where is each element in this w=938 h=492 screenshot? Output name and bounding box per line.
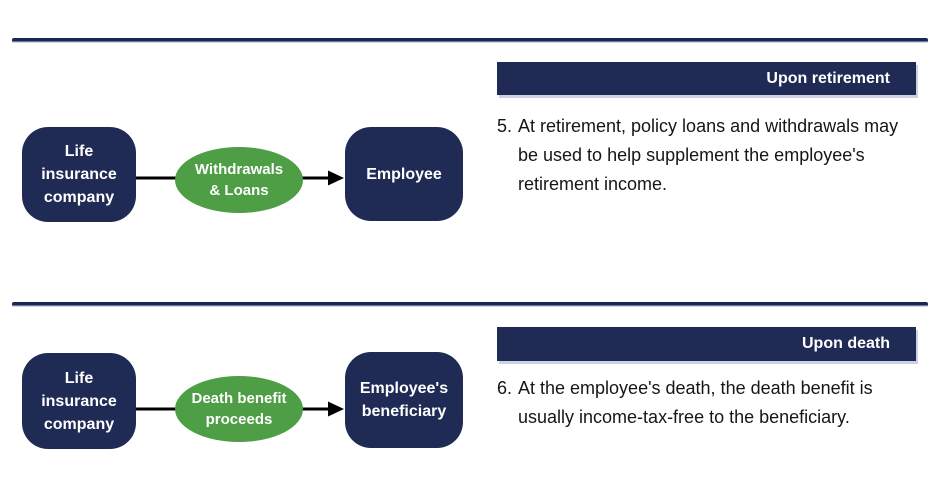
employees-beneficiary-box: Employee's beneficiary	[345, 352, 463, 448]
death-note: 6. At the employee's death, the death be…	[497, 374, 923, 432]
death-benefit-proceeds-ellipse: Death benefit proceeds	[175, 376, 303, 442]
section-divider-middle	[12, 302, 928, 307]
upon-death-banner-label: Upon death	[802, 335, 890, 352]
upon-death-banner: Upon death	[497, 327, 916, 361]
death-note-number: 6.	[497, 378, 513, 398]
death-note-text: At the employee's death, the death benef…	[518, 378, 873, 427]
withdrawals-loans-ellipse: Withdrawals & Loans	[175, 147, 303, 213]
employee-box: Employee	[345, 127, 463, 221]
life-insurance-company-box-2: Life insurance company	[22, 353, 136, 449]
life-insurance-company-box-1: Life insurance company	[22, 127, 136, 222]
retirement-note: 5. At retirement, policy loans and withd…	[497, 112, 923, 199]
upon-retirement-banner: Upon retirement	[497, 62, 916, 95]
retirement-note-number: 5.	[497, 116, 513, 136]
upon-retirement-banner-label: Upon retirement	[766, 69, 890, 87]
retirement-note-text: At retirement, policy loans and withdraw…	[518, 116, 899, 194]
section-divider-top	[12, 38, 928, 43]
